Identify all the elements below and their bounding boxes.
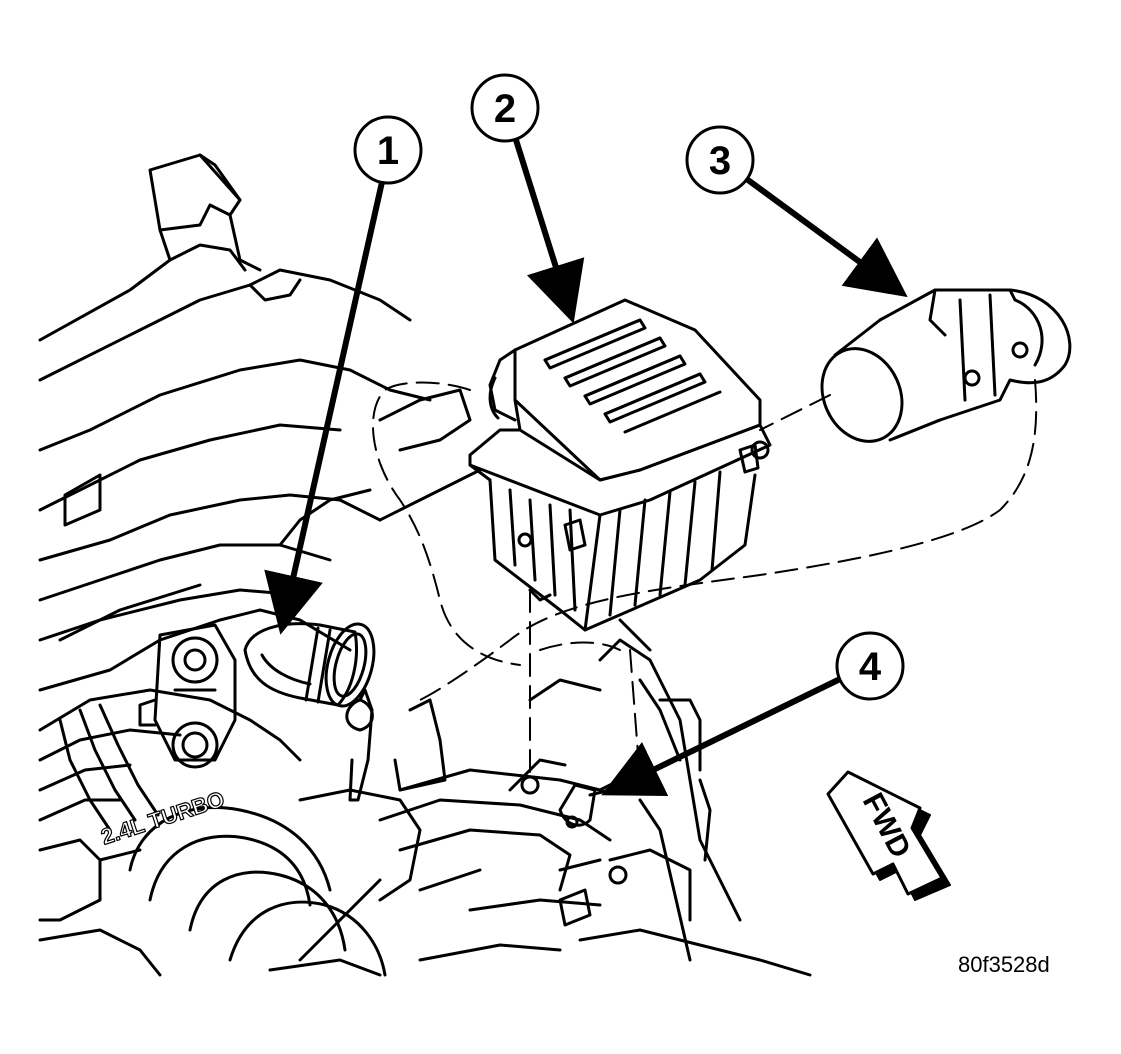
callout-1: 1: [264, 115, 423, 635]
callout-4: 4: [601, 631, 905, 796]
air-cleaner-housing: [468, 298, 772, 632]
figure-id: 80f3528d: [958, 952, 1050, 977]
callout-2: 2: [470, 73, 585, 324]
air-inlet-duct: [820, 288, 1072, 443]
callout-2-label: 2: [494, 87, 516, 131]
alignment-guide-lines: [372, 379, 1038, 791]
callout-1-label: 1: [377, 129, 399, 173]
engine-bay-structure: [38, 153, 482, 692]
callout-4-label: 4: [859, 645, 882, 689]
fender-radiator-support: [418, 618, 812, 977]
intake-manifold: [38, 688, 422, 977]
callout-3: 3: [685, 125, 908, 298]
throttle-body: [138, 623, 237, 769]
fwd-arrow: FWD: [826, 770, 951, 901]
callout-3-label: 3: [709, 139, 731, 183]
